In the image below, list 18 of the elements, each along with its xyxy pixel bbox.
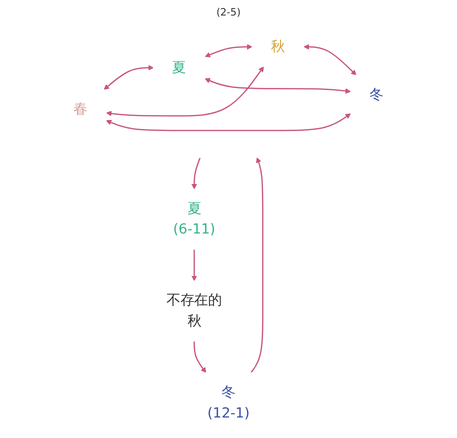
arrow — [250, 157, 264, 373]
arrow — [191, 249, 197, 282]
node-text: 冬 — [370, 87, 384, 103]
arrow — [204, 78, 351, 94]
node-text: 夏 (6-11) — [173, 201, 216, 238]
arrow — [106, 66, 264, 116]
arrow — [106, 113, 351, 132]
arrow — [104, 64, 154, 90]
node-text: 夏 — [172, 60, 186, 76]
node-text: 秋 — [270, 38, 285, 55]
arrow — [204, 44, 252, 58]
node-text: 冬 (12-1) — [207, 384, 250, 422]
node-text: 不存在的 秋 — [166, 292, 222, 330]
arrow — [304, 44, 356, 76]
arrow — [191, 157, 201, 190]
node-text: 春 — [74, 102, 88, 118]
arrow — [194, 341, 206, 373]
node-text: (2-5) — [216, 6, 241, 18]
